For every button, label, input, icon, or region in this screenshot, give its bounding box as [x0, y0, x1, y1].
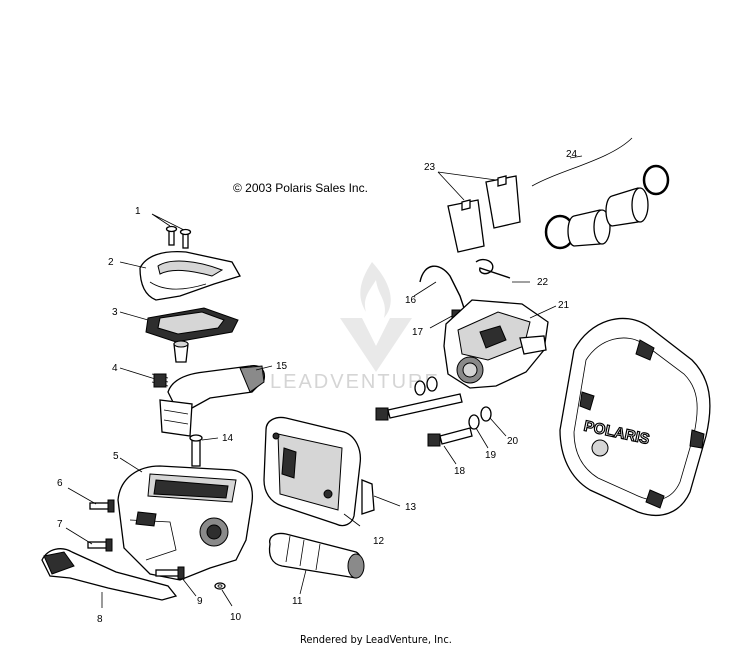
part-16-brake-line	[413, 265, 467, 315]
callout-4: 4	[112, 363, 118, 374]
callout-8: 8	[97, 614, 103, 625]
part-11-piston	[268, 532, 365, 595]
part-22-clip	[475, 258, 530, 283]
part-21-caliper	[443, 299, 557, 389]
callout-21: 21	[558, 300, 570, 311]
callout-10: 10	[230, 612, 242, 623]
part-14-pin	[189, 434, 219, 467]
part-8-brake-lever	[41, 548, 178, 608]
callout-18: 18	[454, 466, 466, 477]
callout-16: 16	[405, 295, 417, 306]
callout-12: 12	[373, 536, 385, 547]
callout-15: 15	[276, 361, 288, 372]
callout-23: 23	[424, 162, 436, 173]
callout-14: 14	[222, 433, 234, 444]
part-3-diaphragm	[119, 307, 239, 343]
callout-6: 6	[57, 478, 63, 489]
callout-17: 17	[412, 327, 424, 338]
part-24-pistons-seals	[531, 137, 670, 250]
part-10-washer	[214, 582, 233, 607]
copyright-notice: © 2003 Polaris Sales Inc.	[233, 181, 368, 195]
part-7-bolt	[65, 527, 113, 552]
callout-3: 3	[112, 307, 118, 318]
callout-20: 20	[507, 436, 519, 447]
part-5-master-cylinder	[117, 457, 254, 581]
part-12-reservoir-cover	[263, 416, 362, 527]
part-9-bolt	[155, 566, 197, 597]
part-4-spring	[119, 367, 169, 388]
chaincase-cover: POLARIS	[559, 317, 711, 516]
callout-9: 9	[197, 596, 203, 607]
callout-2: 2	[108, 257, 114, 268]
rendered-by-footer: Rendered by LeadVenture, Inc.	[300, 633, 452, 646]
callout-22: 22	[537, 277, 549, 288]
callout-11: 11	[292, 596, 303, 607]
part-19-washers	[426, 376, 489, 449]
watermark-text: LEADVENTURE	[270, 371, 440, 393]
part-2-cover	[119, 250, 241, 301]
watermark-logo: LEADVENTURE	[270, 262, 440, 393]
piston-tip	[173, 340, 189, 363]
part-20-washers	[414, 380, 507, 437]
part-1-screws	[151, 213, 192, 249]
part-15-lever	[159, 364, 273, 437]
callout-19: 19	[485, 450, 497, 461]
part-18-bolts	[375, 393, 473, 465]
callout-1: 1	[135, 206, 141, 217]
callout-5: 5	[113, 451, 119, 462]
part-23-brake-pads	[437, 171, 521, 253]
callout-labels: 1 2 3 4 5 6 7 8 9 10 11 12 13 14 15 16 1…	[57, 149, 578, 625]
callout-7: 7	[57, 519, 63, 530]
callout-24: 24	[566, 149, 578, 160]
part-6-bolt	[67, 487, 115, 513]
callout-13: 13	[405, 502, 417, 513]
part-13-gasket	[361, 479, 401, 515]
